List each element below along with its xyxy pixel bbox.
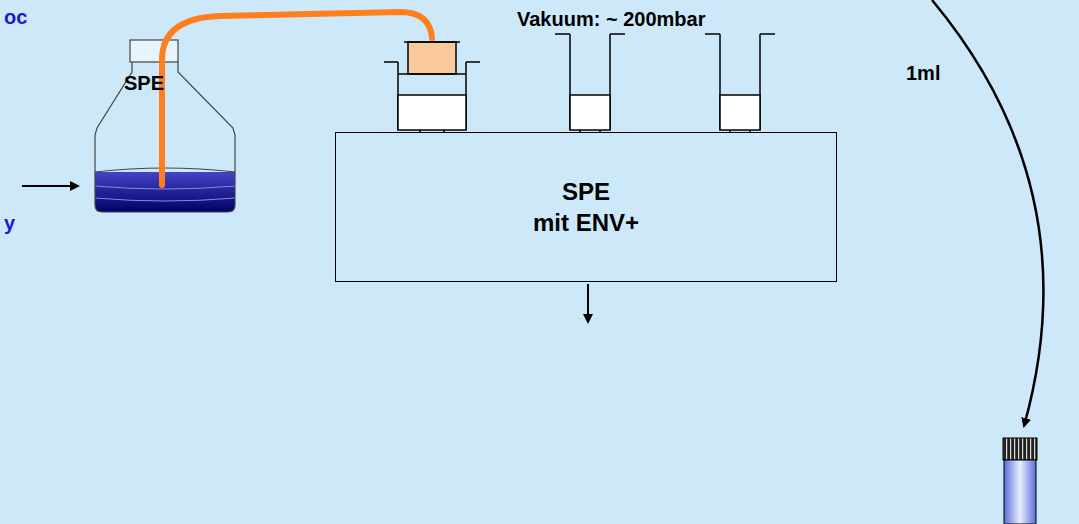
cropped-label: y <box>4 212 15 235</box>
inlet-arrow <box>22 185 78 187</box>
sample-vial <box>1003 438 1037 524</box>
spe-cartridges <box>384 34 775 148</box>
volume-label: 1ml <box>906 62 940 85</box>
vacuum-label: Vakuum: ~ 200mbar <box>517 8 705 31</box>
cropped-heading: oc <box>4 6 27 29</box>
process-box: SPE mit ENV+ <box>335 132 837 282</box>
waste-arrow <box>587 284 589 322</box>
box-text: SPE mit ENV+ <box>533 176 639 238</box>
elution-arrow <box>932 0 1043 426</box>
tube-label: SPE <box>124 72 164 95</box>
